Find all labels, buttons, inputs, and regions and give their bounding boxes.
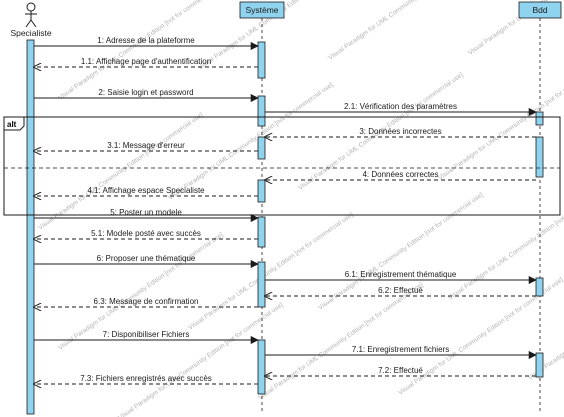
message-m1: 1: Adresse de la plateforme bbox=[34, 36, 259, 51]
participant-bdd: Bdd bbox=[518, 1, 562, 414]
watermark-text: Visual Paradigm for UML Community Editio… bbox=[257, 281, 425, 401]
message-m4_1: 4.1: Affichage espace Specialiste bbox=[34, 186, 258, 196]
message-label: 2.1: Vérification des paramètres bbox=[344, 102, 457, 111]
message-label: 6.1: Enregistrement thématique bbox=[345, 270, 457, 279]
message-label: 1: Adresse de la plateforme bbox=[97, 36, 195, 45]
message-m5: 5: Poster un modele bbox=[34, 208, 259, 223]
message-label: 7.2: Effectué bbox=[378, 366, 423, 375]
message-label: 3.1: Message d'erreur bbox=[107, 141, 185, 150]
actor-stick-figure-icon bbox=[25, 2, 37, 28]
alt-fragment-operator: alt bbox=[7, 120, 17, 129]
message-label: 3: Données incorrectes bbox=[359, 127, 441, 136]
message-m1_1: 1.1: Affichage page d'authentification bbox=[34, 57, 258, 67]
activation-bar bbox=[535, 352, 544, 378]
activation-bar bbox=[257, 216, 266, 248]
message-m7_3: 7.3: Fichiers enregistrés avec succès bbox=[34, 374, 258, 384]
activation-bar bbox=[535, 111, 544, 126]
activation-bar bbox=[257, 95, 266, 127]
participant-systeme: Système bbox=[239, 1, 285, 414]
participant-label-systeme: Système bbox=[245, 5, 278, 15]
message-label: 6: Proposer une thématique bbox=[97, 254, 196, 263]
message-m2: 2: Saisie login et password bbox=[34, 88, 259, 103]
message-label: 1.1: Affichage page d'authentification bbox=[81, 57, 211, 66]
activation-bar bbox=[257, 261, 266, 308]
message-layer: 1: Adresse de la plateforme 1.1: Affichag… bbox=[34, 36, 537, 384]
message-m7_2: 7.2: Effectué bbox=[265, 366, 536, 376]
message-label: 4: Données correctes bbox=[362, 170, 438, 179]
message-label: 6.2: Effectué bbox=[378, 286, 423, 295]
message-m6_1: 6.1: Enregistrement thématique bbox=[265, 270, 537, 285]
watermark-text: Visual Paradigm for UML Community Editio… bbox=[447, 181, 564, 301]
message-label: 7.1: Enregistrement fichiers bbox=[352, 345, 449, 354]
message-m4: 4: Données correctes bbox=[265, 170, 536, 180]
alt-fragment: alt bbox=[3, 116, 561, 216]
message-label: 5: Poster un modele bbox=[110, 208, 182, 217]
message-label: 2: Saisie login et password bbox=[98, 88, 193, 97]
alt-fragment-tab bbox=[3, 116, 25, 131]
participant-specialiste: Specialiste bbox=[10, 2, 52, 415]
message-m3: 3: Données incorrectes bbox=[265, 127, 536, 137]
alt-fragment-frame bbox=[3, 116, 561, 216]
activation-bar bbox=[257, 179, 266, 203]
message-m7_1: 7.1: Enregistrement fichiers bbox=[265, 345, 537, 360]
message-m6_3: 6.3: Message de confirmation bbox=[34, 297, 258, 307]
message-label: 7.3: Fichiers enregistrés avec succès bbox=[80, 374, 212, 383]
message-label: 7: Disponibiliser Fichiers bbox=[103, 330, 190, 339]
activation-bar bbox=[257, 339, 266, 395]
activation-bar bbox=[257, 41, 266, 79]
participant-label-specialiste: Specialiste bbox=[10, 28, 51, 38]
activation-bar bbox=[535, 277, 544, 297]
activation-bar bbox=[535, 136, 544, 178]
message-m5_1: 5.1: Modele posté avec succès bbox=[34, 229, 258, 239]
participant-label-bdd: Bdd bbox=[532, 5, 547, 15]
message-m7: 7: Disponibiliser Fichiers bbox=[34, 330, 259, 345]
message-label: 5.1: Modele posté avec succès bbox=[91, 229, 201, 238]
message-m2_1: 2.1: Vérification des paramètres bbox=[265, 102, 537, 117]
message-m6_2: 6.2: Effectué bbox=[265, 286, 536, 296]
watermark-text: Visual Paradigm for UML Community Editio… bbox=[57, 0, 225, 102]
message-label: 6.3: Message de confirmation bbox=[94, 297, 199, 306]
lifeline-specialiste bbox=[26, 39, 35, 415]
message-m3_1: 3.1: Message d'erreur bbox=[34, 141, 258, 151]
message-label: 4.1: Affichage espace Specialiste bbox=[87, 186, 205, 195]
activation-bar bbox=[257, 136, 266, 160]
message-m6: 6: Proposer une thématique bbox=[34, 254, 259, 269]
